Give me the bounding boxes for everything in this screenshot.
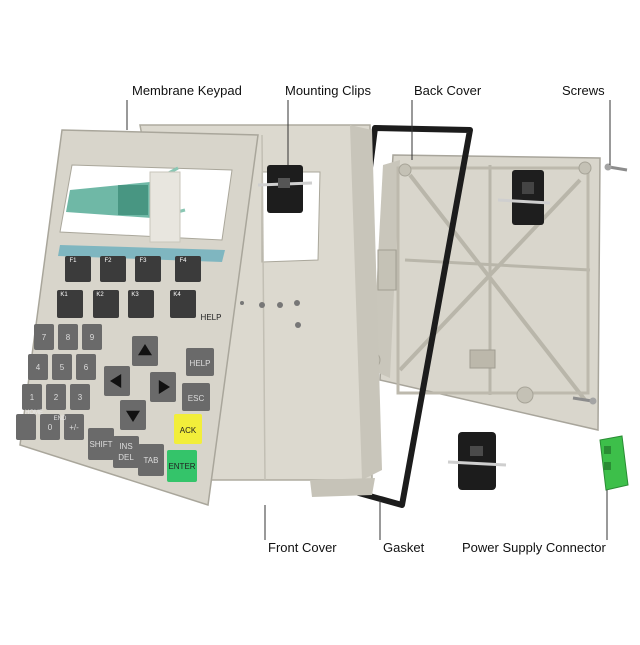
screw-top xyxy=(604,163,628,172)
tab-key xyxy=(138,444,164,476)
power-supply-connector xyxy=(599,435,629,491)
label-front-cover: Front Cover xyxy=(268,540,337,555)
ack-key-label: ACK xyxy=(180,426,197,435)
shift-key-label: SHIFT xyxy=(89,440,112,449)
numpad-key xyxy=(64,414,84,440)
back-cover xyxy=(363,154,601,431)
arrow-up-icon xyxy=(138,344,152,356)
soft-key-label-k2: K2 xyxy=(96,292,104,298)
esc-key xyxy=(182,383,210,411)
numpad-key-label: 8 xyxy=(66,333,71,342)
del-key-label: DEL xyxy=(118,453,134,462)
label-screws: Screws xyxy=(562,83,605,98)
soft-key-label-k1: K1 xyxy=(60,292,68,298)
soft-key-k1 xyxy=(57,290,83,318)
soft-key-k4 xyxy=(170,290,196,318)
numpad-key-label: 4 xyxy=(36,363,41,372)
numpad-key-label: 2 xyxy=(54,393,59,402)
mounting-clip-top xyxy=(257,165,313,213)
label-gasket: Gasket xyxy=(383,540,425,555)
mounting-clip-bottom xyxy=(447,432,507,490)
numpad-key xyxy=(82,324,102,350)
numpad-key xyxy=(22,384,42,410)
function-key-label-f3: F3 xyxy=(139,258,147,264)
function-key-f1 xyxy=(65,256,91,282)
arrow-left-icon xyxy=(110,374,122,388)
label-membrane-keypad: Membrane Keypad xyxy=(132,83,242,98)
function-key-f2 xyxy=(100,256,126,282)
numpad-key xyxy=(16,414,36,440)
label-power-supply-connector: Power Supply Connector xyxy=(462,540,606,555)
numpad-key xyxy=(46,384,66,410)
shift-key xyxy=(88,428,114,460)
ins-del-key xyxy=(113,436,139,468)
soft-key-label-k4: K4 xyxy=(173,292,181,298)
soft-key-label-k3: K3 xyxy=(131,292,139,298)
numpad-key xyxy=(34,324,54,350)
function-key-f3 xyxy=(135,256,161,282)
enter-key xyxy=(167,450,197,482)
numpad-key-label: 5 xyxy=(60,363,65,372)
screw-bottom xyxy=(572,396,597,405)
ins-key-label: INS xyxy=(119,442,132,451)
function-key-label-f2: F2 xyxy=(104,258,112,264)
esc-key-label: ESC xyxy=(188,394,205,403)
numpad-end-label: END xyxy=(54,416,67,422)
numpad-key-label: 9 xyxy=(90,333,95,342)
function-key-label-f1: F1 xyxy=(69,258,77,264)
numpad-key xyxy=(40,414,60,440)
numpad-key-label: 0 xyxy=(48,423,53,432)
tab-key-label: TAB xyxy=(144,456,159,465)
function-key-label-f4: F4 xyxy=(179,258,187,264)
callout-lines xyxy=(126,100,611,540)
numpad-key xyxy=(76,354,96,380)
soft-key-k3 xyxy=(128,290,154,318)
numpad-key xyxy=(28,354,48,380)
help-key xyxy=(186,348,214,376)
enter-key-label: ENTER xyxy=(168,462,195,471)
numpad-key-label: +/- xyxy=(69,423,79,432)
numpad-key xyxy=(52,354,72,380)
soft-key-k2 xyxy=(93,290,119,318)
ack-key xyxy=(174,414,202,444)
arrow-down-icon xyxy=(126,410,140,422)
label-mounting-clips: Mounting Clips xyxy=(285,83,371,98)
numpad-key-label: 7 xyxy=(42,333,47,342)
arrow-right-icon xyxy=(158,380,170,394)
label-back-cover: Back Cover xyxy=(414,83,482,98)
function-key-f4 xyxy=(175,256,201,282)
numpad-key xyxy=(70,384,90,410)
numpad-home-label: HOME xyxy=(25,410,43,416)
numpad-key-label: 3 xyxy=(78,393,83,402)
numpad-key-label: 1 xyxy=(30,393,35,402)
warning-label: HELP xyxy=(201,313,222,322)
numpad-key xyxy=(58,324,78,350)
numpad-key-label: 6 xyxy=(84,363,89,372)
help-key-label: HELP xyxy=(190,359,211,368)
